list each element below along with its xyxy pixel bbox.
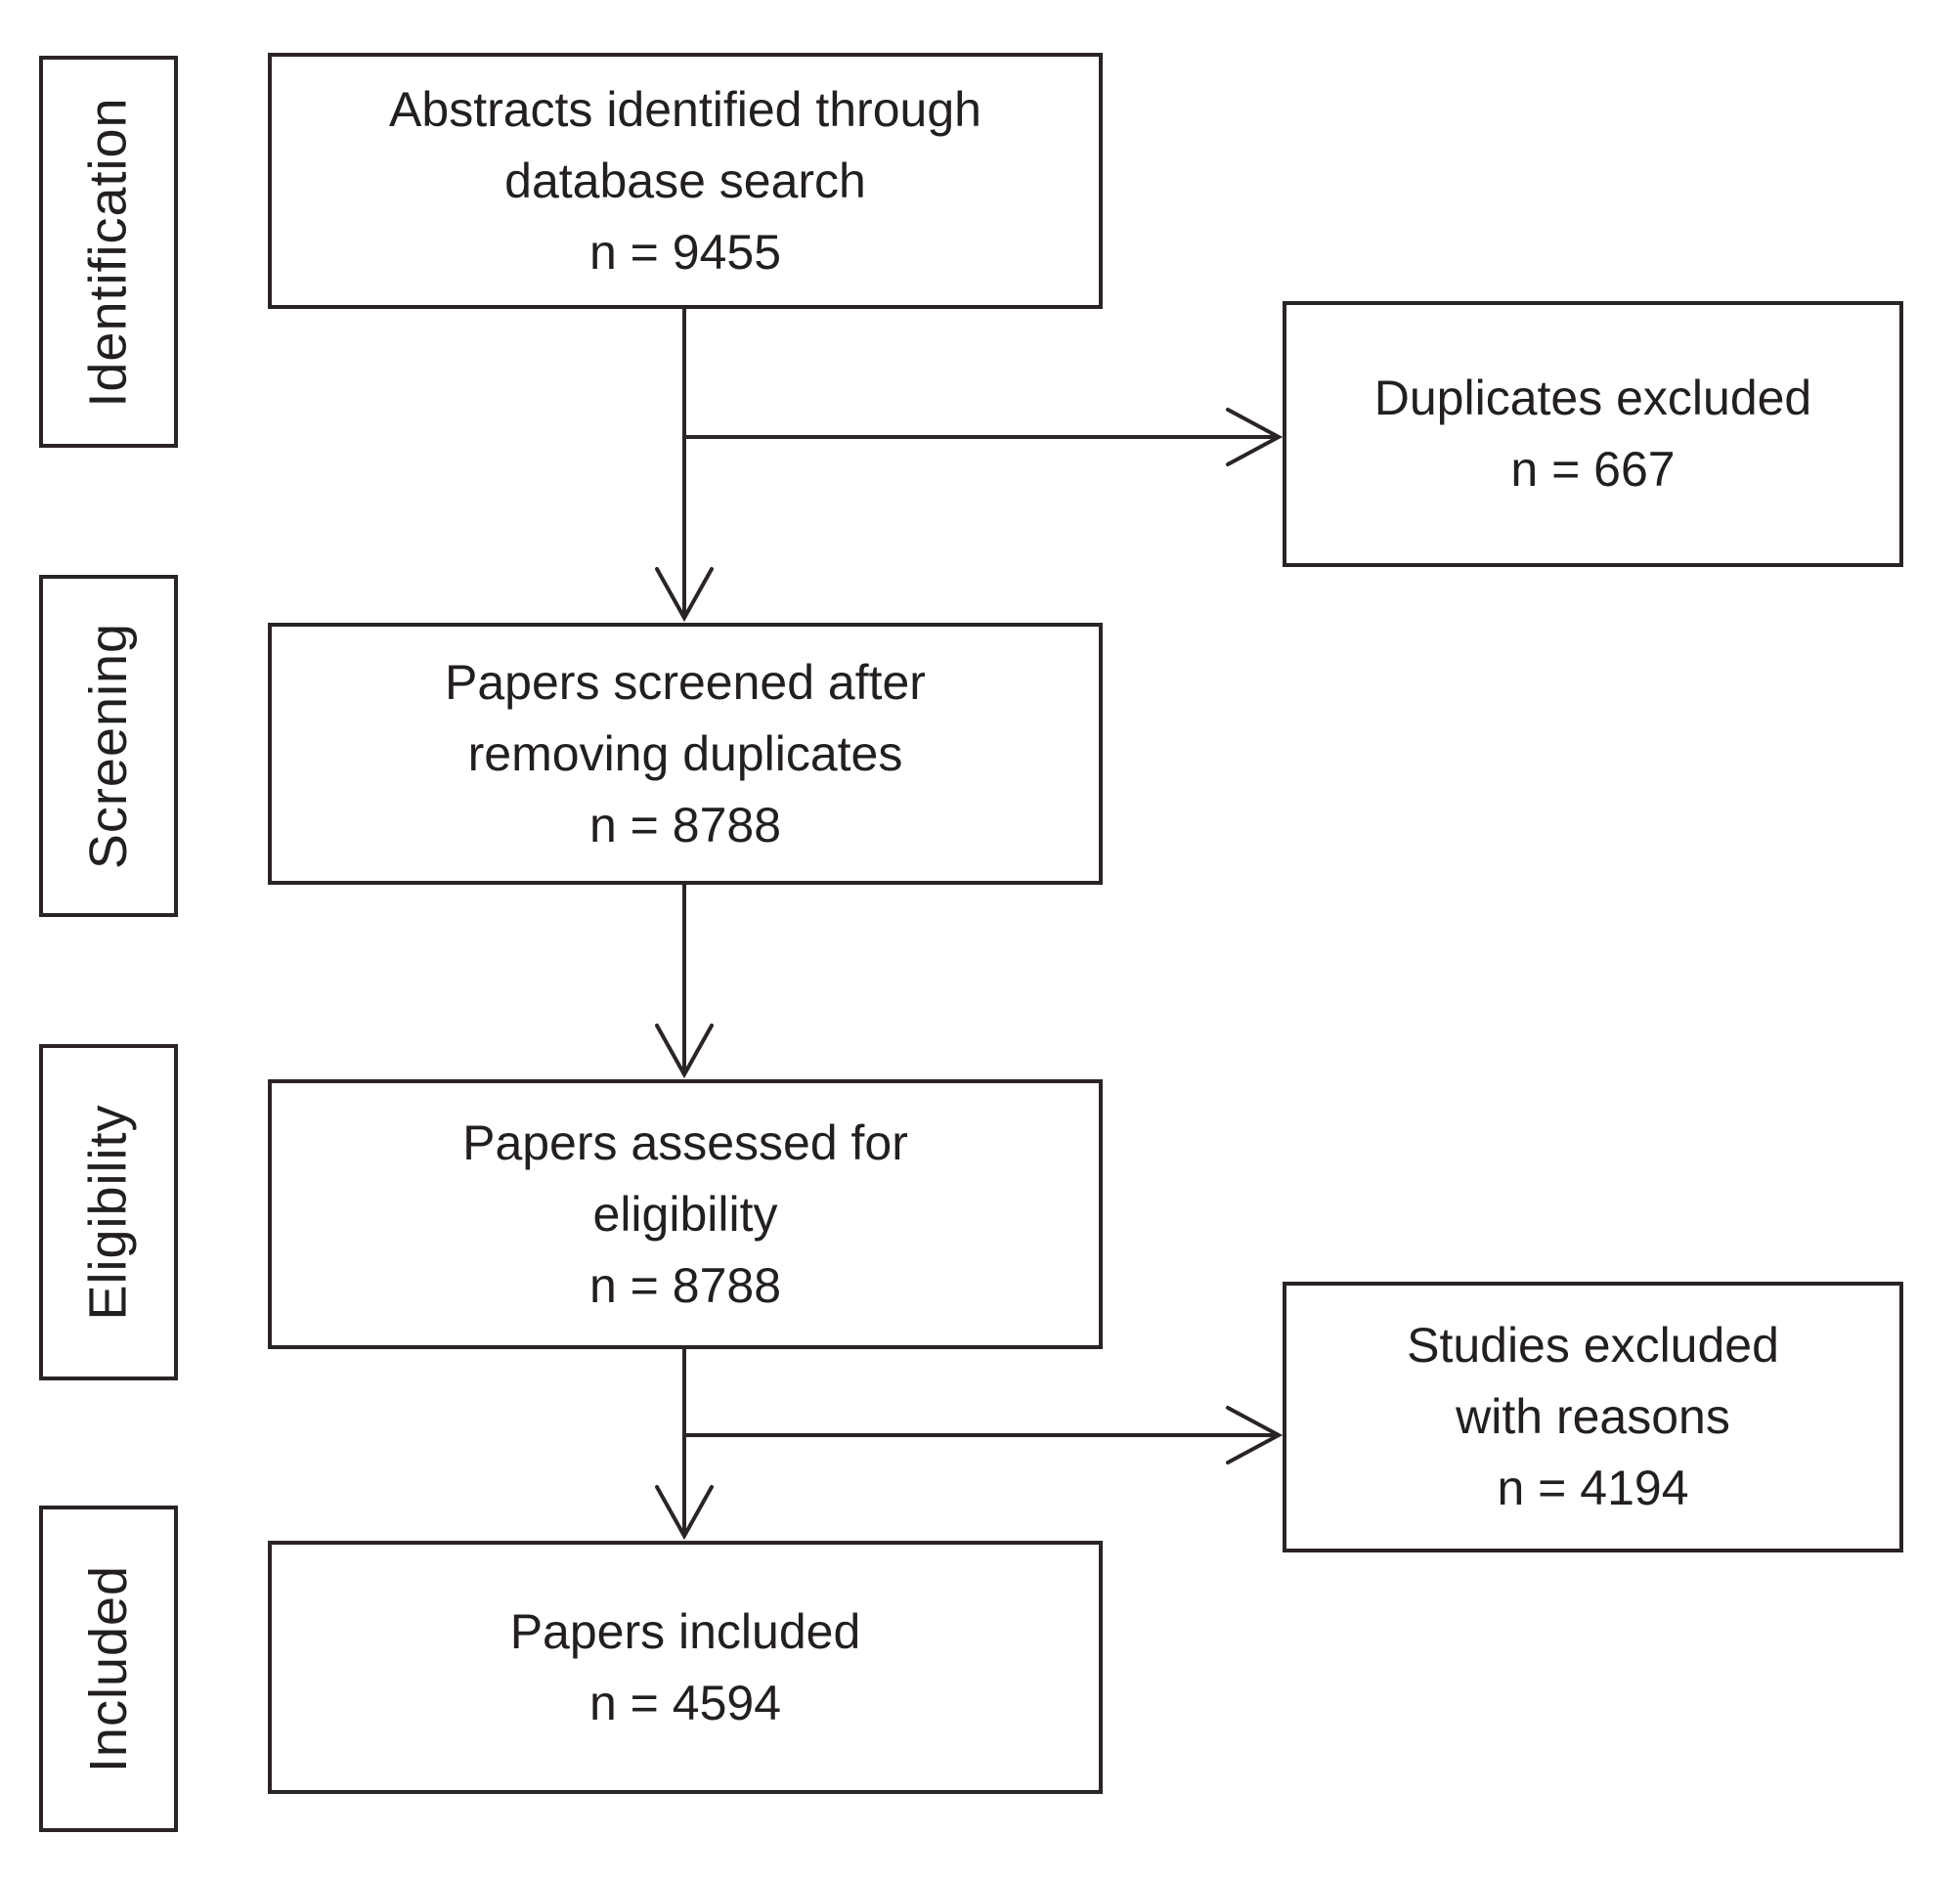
box-count-line: n = 4194 (1497, 1461, 1689, 1515)
box-text-line: Papers assessed for (462, 1114, 908, 1170)
stage-label-identification: Identification (79, 96, 139, 408)
box-count-line: n = 8788 (588, 1257, 782, 1313)
stage-box-eligibility: Eligibility (39, 1044, 178, 1380)
box-text-line: eligibility (592, 1186, 778, 1242)
arrowhead-right-icon (1226, 1406, 1284, 1464)
stage-box-included: Included (39, 1506, 178, 1832)
box-text-line: Duplicates excluded (1373, 371, 1812, 425)
arrow-to-duplicates-excluded (682, 408, 1284, 466)
flow-box-duplicates-excluded: Duplicates excluded n = 667 (1283, 301, 1903, 567)
box-text-line: database search (504, 153, 866, 208)
stage-label-screening: Screening (79, 622, 139, 870)
box-text-line: Studies excluded (1407, 1318, 1779, 1373)
box-text-line: Abstracts identified through (389, 81, 981, 137)
stage-box-screening: Screening (39, 575, 178, 917)
box-count-line: n = 9455 (588, 224, 782, 280)
arrow-assessed-to-included (655, 1347, 714, 1541)
box-count-line: n = 667 (1510, 442, 1676, 497)
arrowhead-down-icon (655, 1024, 714, 1079)
stage-label-eligibility: Eligibility (79, 1104, 139, 1321)
arrowhead-right-icon (1226, 408, 1284, 466)
box-text-line: with reasons (1456, 1389, 1730, 1444)
flow-box-studies-excluded: Studies excluded with reasons n = 4194 (1283, 1282, 1903, 1552)
arrowhead-down-icon (655, 567, 714, 623)
box-text-line: Papers screened after (445, 654, 926, 710)
flow-box-papers-screened: Papers screened after removing duplicate… (268, 623, 1103, 885)
flow-box-papers-assessed: Papers assessed for eligibility n = 8788 (268, 1079, 1103, 1349)
box-text-line: Papers included (509, 1603, 861, 1659)
stage-box-identification: Identification (39, 56, 178, 448)
box-text-line: removing duplicates (467, 725, 903, 781)
box-count-line: n = 8788 (588, 797, 782, 852)
box-count-line: n = 4594 (588, 1675, 782, 1730)
arrowhead-down-icon (655, 1485, 714, 1541)
arrow-identified-to-screened (655, 307, 714, 623)
arrow-to-studies-excluded (682, 1406, 1284, 1464)
flow-box-abstracts-identified: Abstracts identified through database se… (268, 53, 1103, 309)
arrow-screened-to-assessed (655, 883, 714, 1079)
flow-box-papers-included: Papers included n = 4594 (268, 1541, 1103, 1794)
stage-label-included: Included (79, 1564, 139, 1773)
